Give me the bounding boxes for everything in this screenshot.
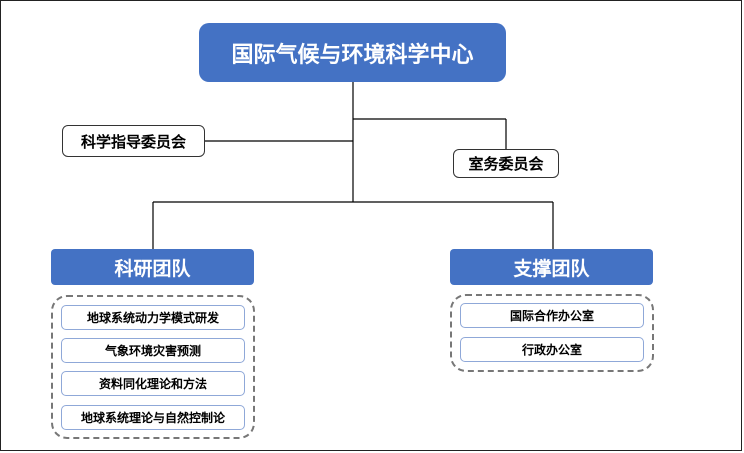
- affairs-committee-box: 室务委员会: [453, 149, 559, 178]
- support-team-box: 支撑团队: [450, 249, 653, 285]
- science-committee-label: 科学指导委员会: [80, 132, 186, 151]
- science-committee-box: 科学指导委员会: [62, 125, 205, 157]
- support-item: 国际合作办公室: [460, 303, 644, 328]
- center-title: 国际气候与环境科学中心: [231, 42, 474, 68]
- research-item: 地球系统动力学模式研发: [61, 305, 245, 330]
- support-team-title: 支撑团队: [513, 257, 590, 280]
- support-team-group: [450, 294, 654, 372]
- research-item: 资料同化理论和方法: [61, 371, 245, 396]
- research-item: 气象环境灾害预测: [61, 338, 245, 363]
- research-team-box: 科研团队: [51, 249, 254, 285]
- center-title-box: 国际气候与环境科学中心: [199, 23, 506, 82]
- affairs-committee-label: 室务委员会: [468, 155, 544, 173]
- research-team-title: 科研团队: [114, 257, 191, 280]
- support-item: 行政办公室: [460, 337, 644, 362]
- research-team-group: [51, 295, 255, 439]
- research-item: 地球系统理论与自然控制论: [61, 405, 245, 430]
